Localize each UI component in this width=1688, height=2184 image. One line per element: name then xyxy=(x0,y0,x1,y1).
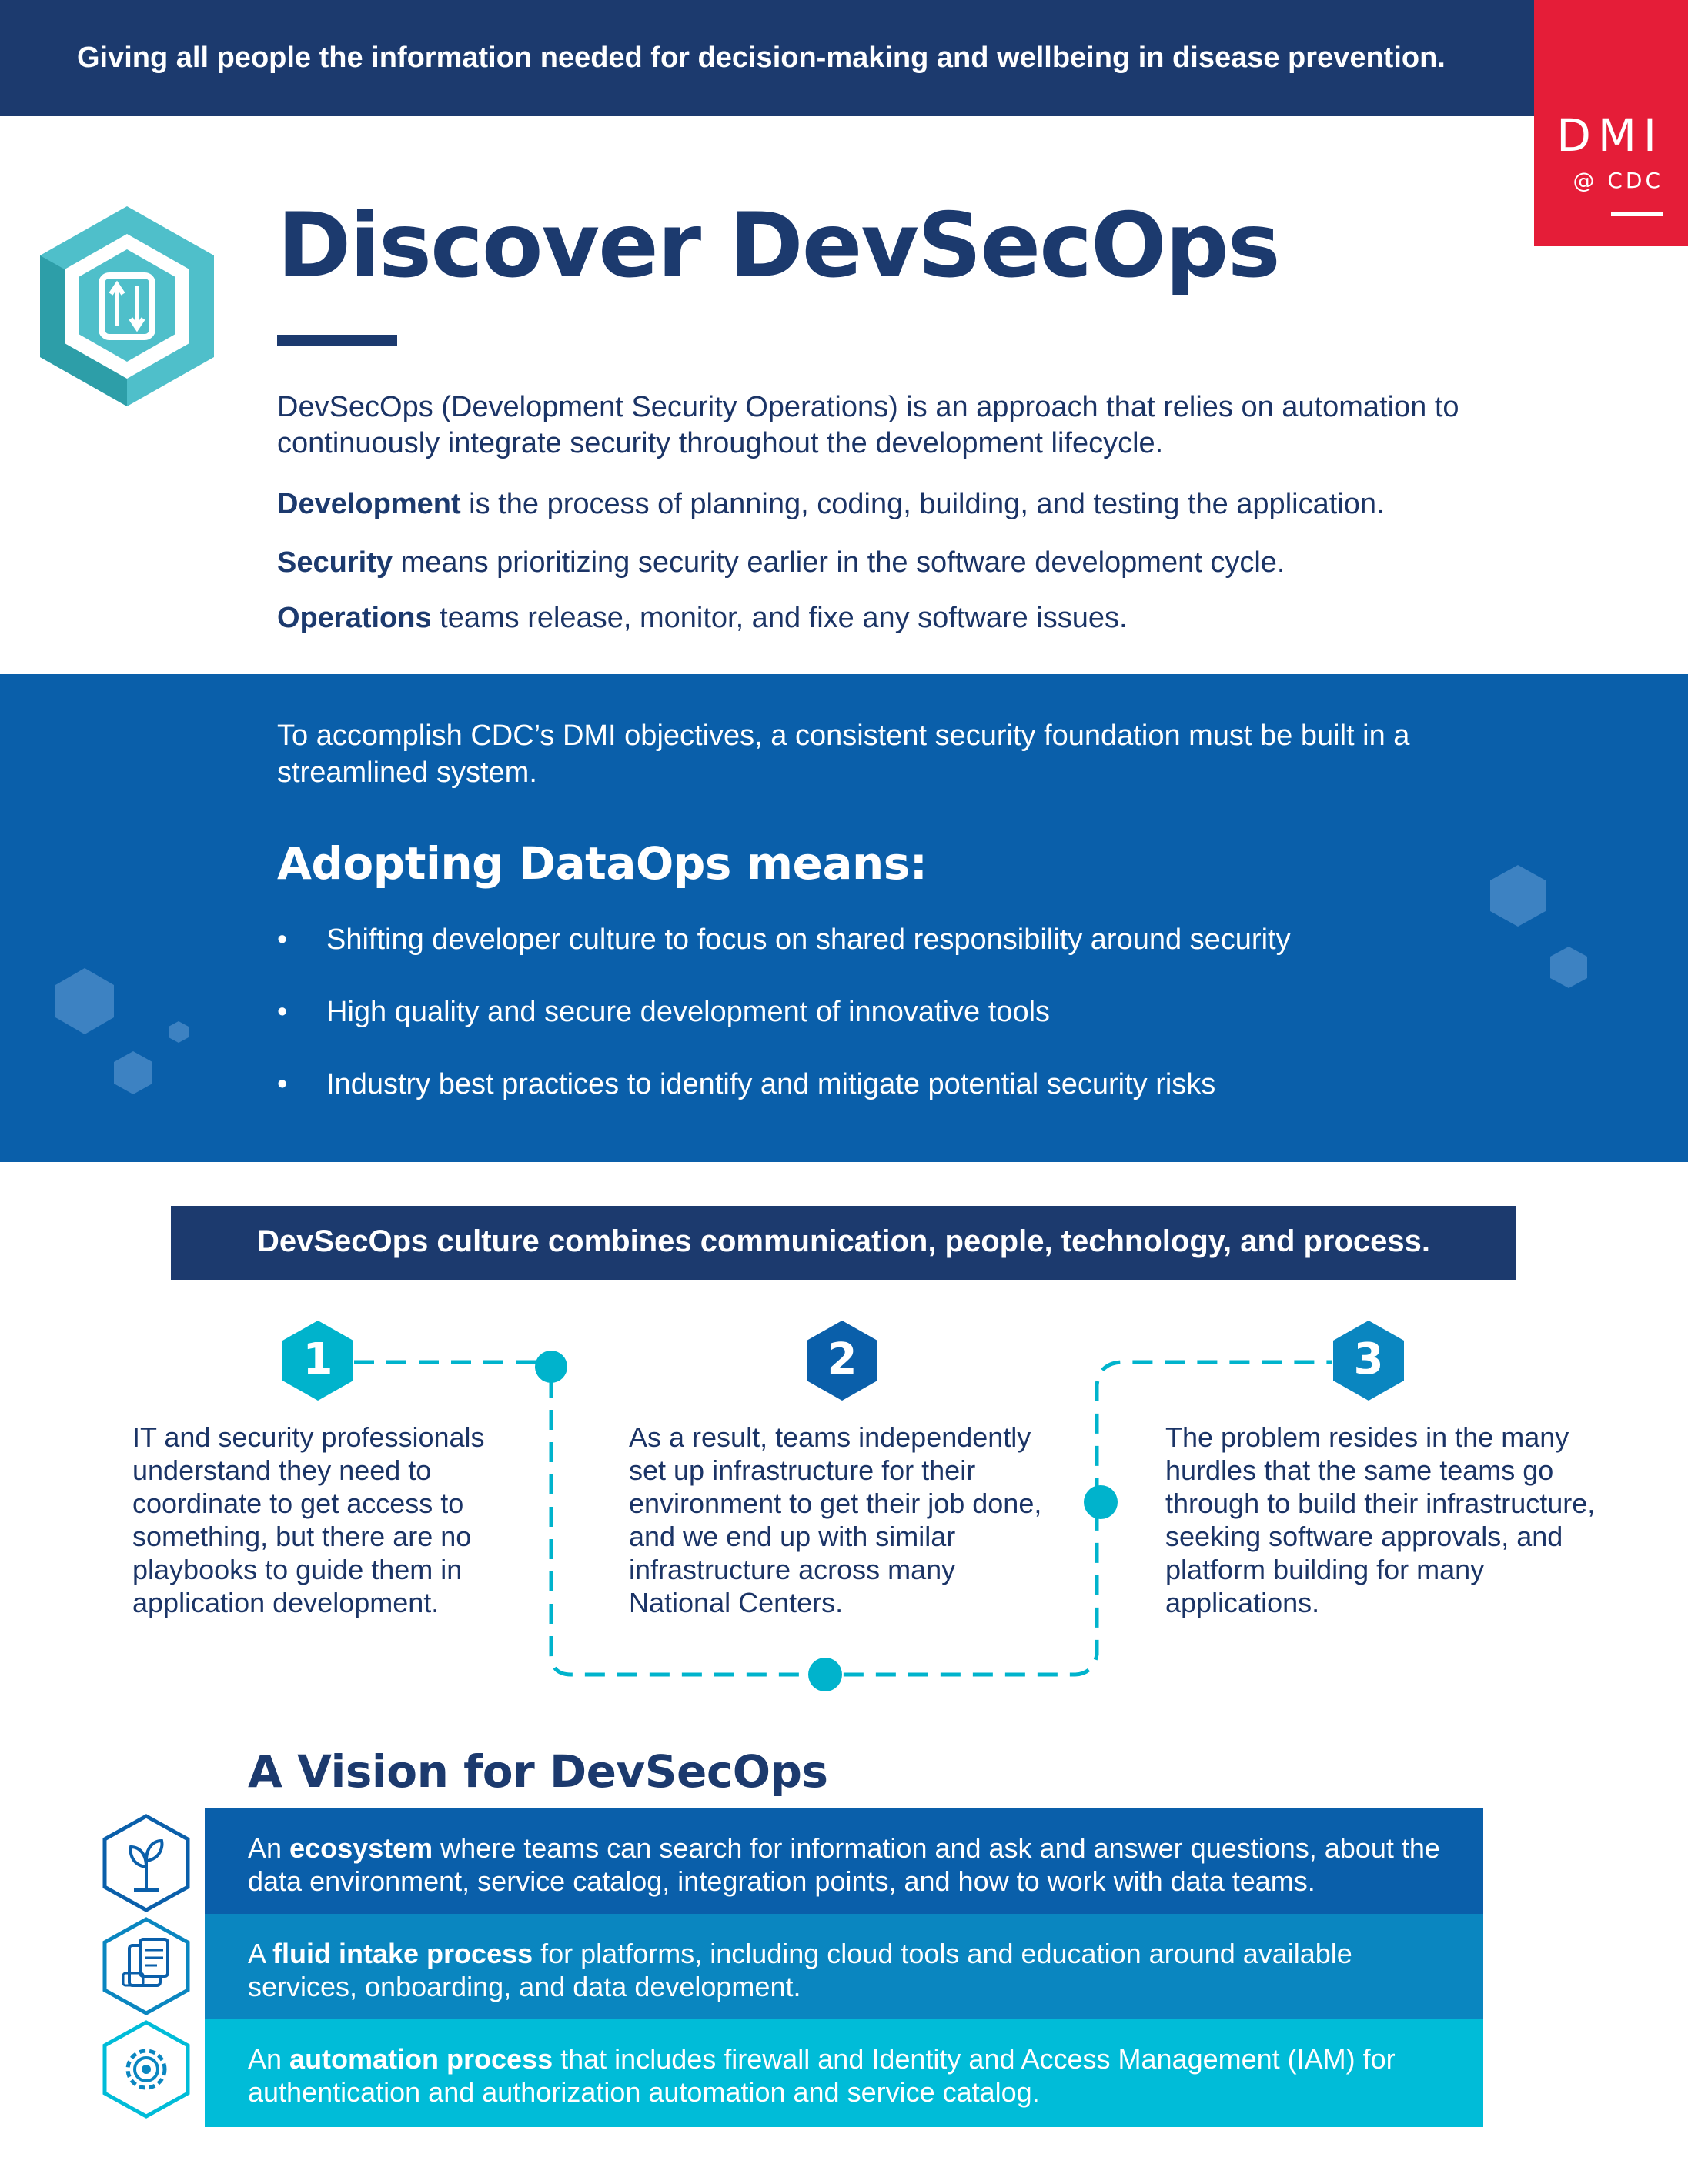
vision-text: An ecosystem where teams can search for … xyxy=(248,1832,1464,1898)
definition-term: Operations xyxy=(277,602,432,634)
hexagon-decoration-icon xyxy=(114,1051,152,1094)
top-banner xyxy=(0,0,1534,116)
tagline: Giving all people the information needed… xyxy=(77,42,1446,74)
vision-text-pre: An xyxy=(248,2043,290,2075)
definition-text: means prioritizing security earlier in t… xyxy=(392,546,1285,579)
connector-dot xyxy=(1084,1485,1118,1519)
bullet-text: Industry best practices to identify and … xyxy=(326,1068,1216,1100)
definition-text: is the process of planning, coding, buil… xyxy=(460,488,1385,520)
definition-text: teams release, monitor, and fixe any sof… xyxy=(431,602,1128,634)
hexagon-decoration-icon xyxy=(1490,865,1546,927)
process-connector-lines xyxy=(354,1351,1332,1691)
page-title: Discover DevSecOps xyxy=(277,194,1281,298)
bullet-text: High quality and secure development of i… xyxy=(326,996,1051,1028)
step-3-number: 3 xyxy=(1353,1334,1384,1384)
hexagon-decoration-icon xyxy=(1550,947,1587,988)
step-1-hexagon-icon xyxy=(282,1321,353,1401)
culture-banner: DevSecOps culture combines communication… xyxy=(171,1206,1516,1280)
vision-item-intake: A fluid intake process for platforms, in… xyxy=(205,1914,1483,2019)
title-rule xyxy=(277,335,397,346)
adopting-heading: Adopting DataOps means: xyxy=(277,837,928,890)
forms-icon xyxy=(102,1917,190,2015)
hexagon-decoration-icon xyxy=(169,1021,189,1043)
vision-text-post: where teams can search for information a… xyxy=(248,1832,1440,1897)
adopting-intro: To accomplish CDC’s DMI objectives, a co… xyxy=(277,720,1410,789)
definition-security: Security means prioritizing security ear… xyxy=(277,545,1478,581)
culture-banner-text: DevSecOps culture combines communication… xyxy=(256,1224,1431,1258)
connector-dot xyxy=(535,1351,567,1383)
gear-icon xyxy=(102,2020,190,2119)
vision-item-ecosystem: An ecosystem where teams can search for … xyxy=(205,1808,1483,1914)
vision-text-bold: ecosystem xyxy=(289,1832,433,1864)
vision-text: A fluid intake process for platforms, in… xyxy=(248,1937,1464,2003)
logo-sub: @ CDC xyxy=(1573,168,1663,193)
bullet-text: Shifting developer culture to focus on s… xyxy=(326,923,1291,956)
adopting-section xyxy=(0,674,1688,1162)
connector-dot xyxy=(808,1658,842,1691)
hexagon-decoration-icon xyxy=(55,968,114,1034)
plant-icon xyxy=(102,1814,190,1912)
vision-text-bold: automation process xyxy=(289,2043,553,2075)
step-2-text: As a result, teams independently set up … xyxy=(629,1421,1042,1618)
definition-operations: Operations teams release, monitor, and f… xyxy=(277,600,1478,636)
definition-development: Development is the process of planning, … xyxy=(277,486,1478,523)
vision-text-post: for platforms, including cloud tools and… xyxy=(248,1938,1352,2002)
vision-item-automation: An automation process that includes fire… xyxy=(205,2019,1483,2127)
vision-text-bold: fluid intake process xyxy=(272,1938,533,1969)
intro-description: DevSecOps (Development Security Operatio… xyxy=(277,391,1459,459)
step-2-number: 2 xyxy=(827,1334,857,1384)
logo-underline xyxy=(1611,212,1663,216)
bullet-marker: • xyxy=(277,923,288,956)
logo-word: DMI xyxy=(1556,109,1663,162)
step-3-hexagon-icon xyxy=(1333,1321,1404,1401)
vision-heading: A Vision for DevSecOps xyxy=(248,1745,828,1798)
step-1-text: IT and security professionals understand… xyxy=(132,1421,485,1618)
vision-text-pre: A xyxy=(248,1938,273,1969)
bullet-marker: • xyxy=(277,1068,288,1100)
dmi-cdc-logo: DMI @ CDC xyxy=(1534,0,1688,246)
definition-term: Security xyxy=(277,546,393,579)
vision-text-pre: An xyxy=(248,1832,290,1864)
bullet-marker: • xyxy=(277,996,288,1028)
vision-text: An automation process that includes fire… xyxy=(248,2042,1464,2109)
devsecops-hexagon-icon xyxy=(40,206,214,406)
definition-term: Development xyxy=(277,488,461,520)
step-1-number: 1 xyxy=(303,1334,333,1384)
vision-text-post: that includes firewall and Identity and … xyxy=(248,2043,1396,2108)
step-3-text: The problem resides in the many hurdles … xyxy=(1165,1421,1596,1618)
step-2-hexagon-icon xyxy=(807,1321,877,1401)
